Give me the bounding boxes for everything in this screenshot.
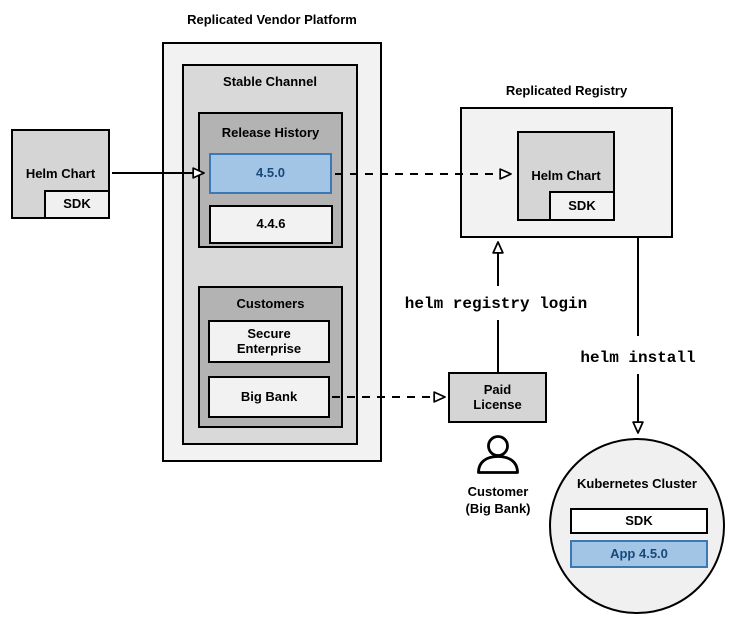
customer-secure-enterprise-box: Secure Enterprise (208, 320, 330, 363)
release-4-4-6-box: 4.4.6 (209, 205, 333, 244)
person-icon (477, 435, 519, 474)
kubernetes-app-box: App 4.5.0 (570, 540, 708, 568)
helm-registry-login-command: helm registry login (398, 295, 594, 313)
release-4-5-0-box: 4.5.0 (209, 153, 332, 194)
registry-helm-chart-box: Helm Chart SDK (517, 131, 615, 221)
vendor-platform-title: Replicated Vendor Platform (187, 12, 357, 27)
registry-helm-chart-sdk-box: SDK (549, 191, 615, 221)
kubernetes-sdk-box: SDK (570, 508, 708, 534)
release-history-label: Release History (221, 125, 320, 140)
kubernetes-cluster-label: Kubernetes Cluster (577, 476, 697, 491)
registry-helm-chart-label: Helm Chart (531, 167, 601, 183)
helm-chart-source-label: Helm Chart (25, 165, 96, 181)
customer-caption: Customer (Big Bank) (465, 484, 531, 516)
replicated-registry-box: Helm Chart SDK (460, 107, 673, 238)
helm-install-command: helm install (560, 349, 716, 367)
kubernetes-cluster-circle: Kubernetes Cluster SDK App 4.5.0 (549, 438, 725, 614)
helm-chart-source-sdk-box: SDK (44, 190, 110, 219)
helm-chart-source-box: Helm Chart SDK (11, 129, 110, 219)
customer-big-bank-box: Big Bank (208, 376, 330, 418)
stable-channel-label: Stable Channel (223, 74, 317, 89)
paid-license-box: Paid License (448, 372, 547, 423)
registry-title: Replicated Registry (505, 83, 628, 98)
customers-label: Customers (236, 296, 305, 311)
